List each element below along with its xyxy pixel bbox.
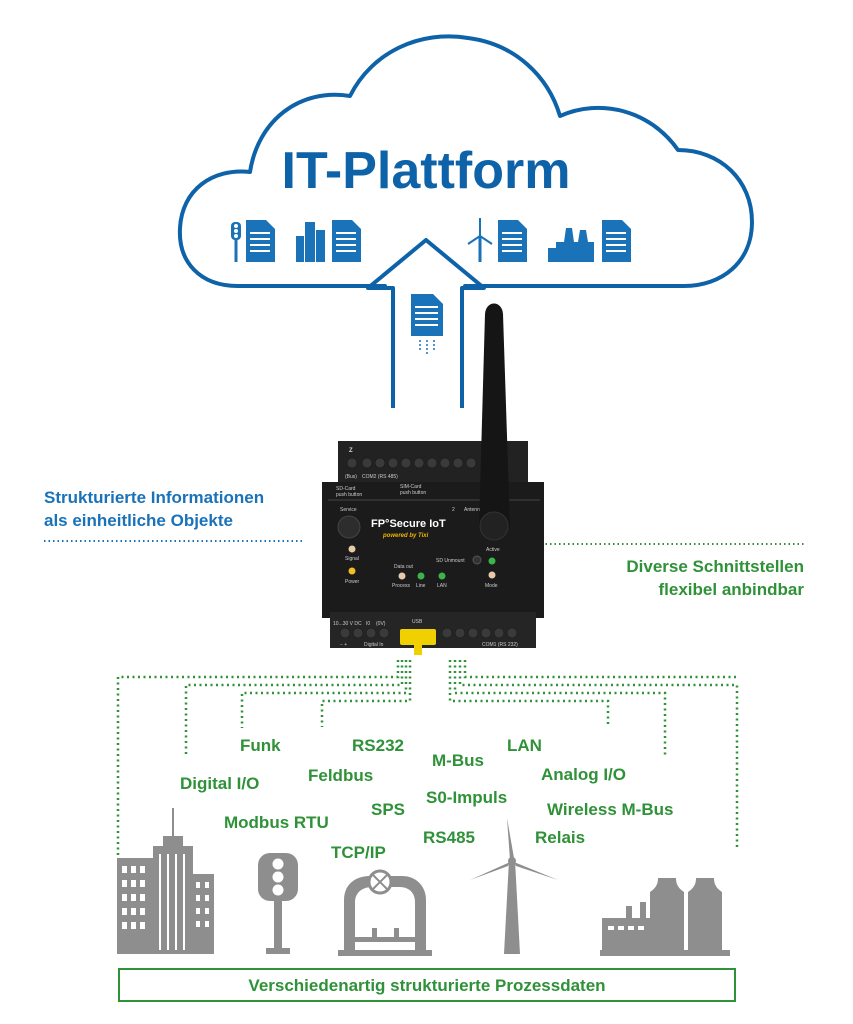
device-label-sd-push: push button bbox=[336, 492, 362, 498]
buildings-document-icon bbox=[296, 220, 361, 262]
interface-label-modbus-rtu: Modbus RTU bbox=[224, 813, 329, 832]
device-label-line: Line bbox=[416, 583, 426, 589]
bottom-label-box bbox=[118, 968, 736, 1002]
device-label-process: Process bbox=[392, 583, 411, 589]
bottom-icons bbox=[117, 808, 730, 956]
device-label-digital-in: Digital In bbox=[364, 642, 384, 648]
device-label-bus: (Bus) bbox=[345, 474, 357, 480]
device-label-sim-push: push button bbox=[400, 490, 426, 496]
interface-label-rs232: RS232 bbox=[352, 736, 404, 755]
device-label-usb: USB bbox=[412, 619, 423, 625]
interface-label-funk: Funk bbox=[240, 736, 281, 755]
cloud-outline bbox=[177, 34, 754, 288]
caption-right-line2: flexibel anbindbar bbox=[659, 580, 805, 599]
device-brand: FP°Secure IoT bbox=[371, 518, 446, 530]
interface-label-relais: Relais bbox=[535, 828, 585, 847]
upload-arrow bbox=[366, 238, 486, 408]
bottom-label: Verschiedenartig strukturierte Prozessda… bbox=[248, 976, 605, 995]
antenna bbox=[479, 303, 510, 528]
traffic-light-document-icon bbox=[231, 220, 275, 262]
interface-labels: Funk RS232 LAN M-Bus Digital I/O Feldbus… bbox=[180, 736, 673, 862]
device-label-sim-card: SIM-Card bbox=[400, 484, 422, 490]
traffic-light-icon bbox=[258, 853, 298, 954]
interface-label-digital-io: Digital I/O bbox=[180, 774, 259, 793]
device-label-antenna: Antenna bbox=[464, 507, 483, 513]
interface-label-m-bus: M-Bus bbox=[432, 751, 484, 770]
device-label-mode: Mode bbox=[485, 583, 498, 589]
pipeline-valve-icon bbox=[338, 869, 432, 956]
interface-label-s0-impuls: S0-Impuls bbox=[426, 788, 507, 807]
wind-turbine-document-icon bbox=[467, 218, 527, 262]
device-label-voltage: 10...30 V DC bbox=[333, 621, 362, 627]
interface-label-sps: SPS bbox=[371, 800, 405, 819]
cloud-title: IT-Plattform bbox=[282, 142, 571, 200]
device-label-2: 2 bbox=[452, 507, 455, 513]
device-label-z: Z bbox=[349, 448, 353, 454]
interface-label-rs485: RS485 bbox=[423, 828, 475, 847]
document-icon bbox=[411, 294, 443, 356]
interface-label-wireless-m-bus: Wireless M-Bus bbox=[547, 800, 673, 819]
device-label-service: Service bbox=[340, 507, 357, 513]
cloud: IT-Plattform bbox=[177, 34, 754, 288]
factory-document-icon bbox=[548, 220, 631, 262]
service-button[interactable] bbox=[337, 515, 361, 539]
device-label-active: Active bbox=[486, 547, 500, 553]
device-label-data-out: Data out bbox=[394, 564, 414, 570]
caption-left-line1: Strukturierte Informationen bbox=[44, 488, 264, 507]
caption-left-line2: als einheitliche Objekte bbox=[44, 511, 233, 530]
wind-turbine-icon bbox=[470, 818, 558, 954]
usb-port[interactable] bbox=[400, 629, 436, 645]
interface-connections bbox=[116, 660, 739, 858]
device-label-sd-unmount: SD Unmount bbox=[436, 558, 465, 564]
device-label-minus-plus: − + bbox=[340, 642, 347, 648]
device-label-i0: I0 bbox=[366, 621, 370, 627]
office-buildings-icon bbox=[117, 808, 214, 954]
device-label-0v: (0V) bbox=[376, 621, 386, 627]
caption-right-line1: Diverse Schnittstellen bbox=[626, 557, 804, 576]
interface-label-analog-io: Analog I/O bbox=[541, 765, 626, 784]
iot-device: Z (Bus) COM2 (RS 485) SD-Card push butto… bbox=[322, 303, 544, 655]
arrow-outline bbox=[366, 238, 486, 408]
device-label-signal: Signal bbox=[345, 556, 359, 562]
device-label-com2: COM2 (RS 485) bbox=[362, 474, 398, 480]
device-label-com1: COM1 (RS 232) bbox=[482, 642, 518, 648]
power-plant-icon bbox=[600, 878, 730, 956]
device-powered-by: powered by Tixi bbox=[382, 533, 429, 539]
interface-label-lan: LAN bbox=[507, 736, 542, 755]
interface-label-tcp-ip: TCP/IP bbox=[331, 843, 386, 862]
device-label-sd-card: SD-Card bbox=[336, 486, 356, 492]
device-label-lan: LAN bbox=[437, 583, 447, 589]
interface-label-feldbus: Feldbus bbox=[308, 766, 373, 785]
sd-unmount-button[interactable] bbox=[472, 555, 482, 565]
device-label-power: Power bbox=[345, 579, 360, 585]
